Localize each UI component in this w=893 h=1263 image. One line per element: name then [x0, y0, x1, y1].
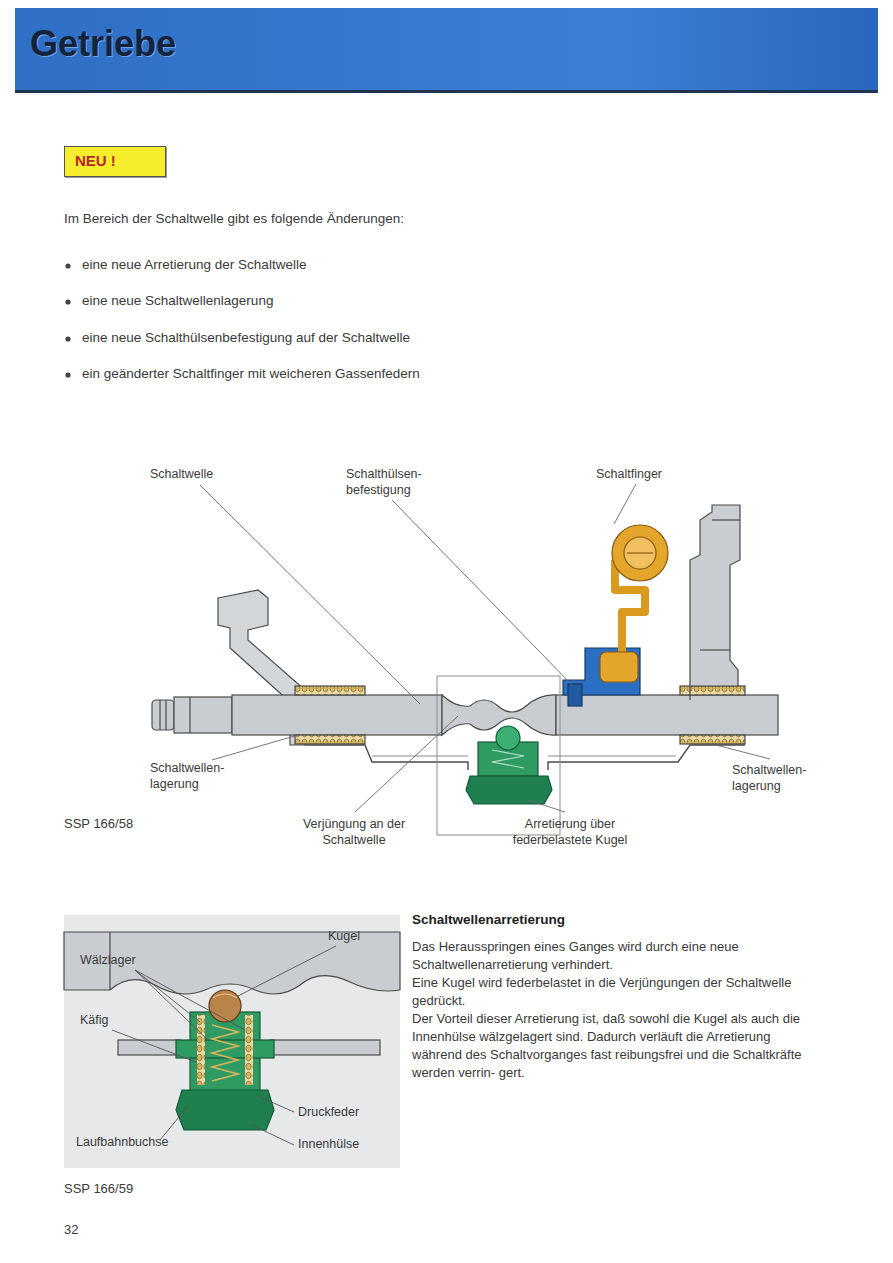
- detail-leader-lines-part: [238, 946, 336, 996]
- bullet-text: eine neue Schalthülsenbefestigung auf de…: [82, 329, 722, 347]
- part-label: Kugel: [328, 928, 388, 944]
- bullet-dots-part: [65, 372, 70, 377]
- intro-text: Im Bereich der Schaltwelle gibt es folge…: [64, 210, 704, 228]
- shift-shaft-illustration-part: [189, 697, 190, 733]
- shift-shaft-illustration: [152, 505, 778, 835]
- part-label: Innenhülse: [298, 1136, 388, 1152]
- page-number: 32: [64, 1222, 124, 1239]
- shift-shaft-illustration-part: [612, 525, 668, 581]
- badge-text: NEU !: [75, 151, 165, 171]
- shift-shaft-illustration-part: [556, 695, 778, 735]
- figure-number: SSP 166/59: [64, 1181, 194, 1198]
- part-label: Schaltwellen- lagerung: [732, 762, 822, 795]
- detail-leader-lines-part: [135, 970, 208, 1040]
- detent-detail-illustration-part: [209, 990, 241, 1022]
- title-band-part: [15, 8, 878, 91]
- shift-shaft-illustration-part: [295, 686, 365, 695]
- leader-lines-part: [528, 800, 565, 812]
- part-label: Arretierung über federbelastete Kugel: [500, 816, 640, 849]
- bullet-dots-part: [65, 263, 70, 268]
- shift-shaft-illustration-part: [159, 700, 160, 730]
- page-title: Getriebe: [30, 24, 176, 64]
- shift-shaft-illustration-part: [690, 505, 740, 700]
- shift-shaft-illustration-part: [152, 700, 174, 730]
- detent-detail-illustration: [64, 915, 400, 1168]
- leader-lines-part: [716, 745, 770, 759]
- part-label: Wälzlager: [80, 952, 170, 968]
- part-label: Schaltwelle: [150, 466, 240, 482]
- body-paragraph: Der Vorteil dieser Arretierung ist, daß …: [412, 1010, 807, 1082]
- leader-lines-part: [212, 735, 298, 760]
- leader-lines: [200, 484, 770, 812]
- detail-leader-lines-part: [258, 1096, 294, 1112]
- shift-shaft-illustration-part: [624, 537, 656, 569]
- shift-shaft-illustration-part: [165, 700, 166, 730]
- detail-leader-lines-part: [112, 1030, 196, 1062]
- body-paragraph: Das Herausspringen eines Ganges wird dur…: [412, 938, 807, 974]
- shift-shaft-illustration-part: [600, 652, 638, 682]
- figure-number: SSP 166/58: [64, 816, 194, 833]
- shift-shaft-illustration-part: [700, 649, 730, 650]
- detail-leader-lines-part: [135, 970, 200, 1022]
- shift-shaft-illustration-part: [442, 695, 556, 735]
- title-band: [15, 8, 878, 93]
- detent-detail-illustration-part: [212, 1025, 238, 1081]
- detent-detail-illustration-part: [64, 915, 400, 1168]
- bullet-text: eine neue Arretierung der Schaltwelle: [82, 256, 722, 274]
- bullet-text: ein geänderter Schaltfinger mit weichere…: [82, 365, 722, 383]
- shift-shaft-illustration-part: [712, 519, 740, 520]
- shift-shaft-illustration-part: [680, 735, 745, 744]
- shift-shaft-illustration-part: [174, 697, 232, 733]
- shift-shaft-illustration-part: [295, 735, 365, 744]
- shift-shaft-illustration-part: [492, 750, 524, 768]
- shift-shaft-illustration-part: [466, 776, 552, 804]
- part-label: Druckfeder: [298, 1104, 388, 1120]
- detail-leader-lines-part: [135, 970, 245, 1030]
- bullet-dots-part: [65, 299, 70, 304]
- shift-shaft-illustration-part: [496, 726, 520, 750]
- detail-leader-lines-part: [160, 1106, 188, 1140]
- detent-detail-illustration-part: [176, 1090, 274, 1130]
- part-label: Verjüngung an der Schaltwelle: [298, 816, 410, 849]
- bullet-dots: [65, 263, 70, 377]
- shift-shaft-illustration-part: [437, 676, 560, 835]
- leader-lines-part: [200, 485, 420, 704]
- part-label: Schaltfinger: [596, 466, 686, 482]
- badge-box: NEU !: [64, 146, 166, 177]
- leader-lines-part: [392, 500, 573, 686]
- shift-shaft-illustration-part: [568, 684, 582, 706]
- leader-lines-part: [355, 716, 458, 812]
- leader-lines-part: [614, 484, 636, 524]
- detent-detail-illustration-part: [213, 994, 237, 998]
- section-heading: Schaltwellenarretierung: [412, 911, 812, 929]
- detent-detail-illustration-part: [197, 1015, 205, 1085]
- detent-detail-illustration-part: [270, 1040, 380, 1055]
- part-label: Schalthülsen- befestigung: [346, 466, 446, 499]
- bullet-text: eine neue Schaltwellenlagerung: [82, 292, 722, 310]
- part-label: Schaltwellen- lagerung: [150, 760, 240, 793]
- bullet-dots-part: [65, 336, 70, 341]
- shift-shaft-illustration-part: [627, 552, 653, 553]
- body-paragraph: Eine Kugel wird federbelastet in die Ver…: [412, 974, 807, 1010]
- part-label: Laufbahnbuchse: [76, 1134, 196, 1150]
- part-label: Käfig: [80, 1012, 140, 1028]
- detent-detail-illustration-part: [245, 1015, 253, 1085]
- title-band-part: [15, 90, 878, 93]
- detail-leader-lines-part: [252, 1125, 294, 1145]
- shift-shaft-illustration-part: [232, 695, 442, 735]
